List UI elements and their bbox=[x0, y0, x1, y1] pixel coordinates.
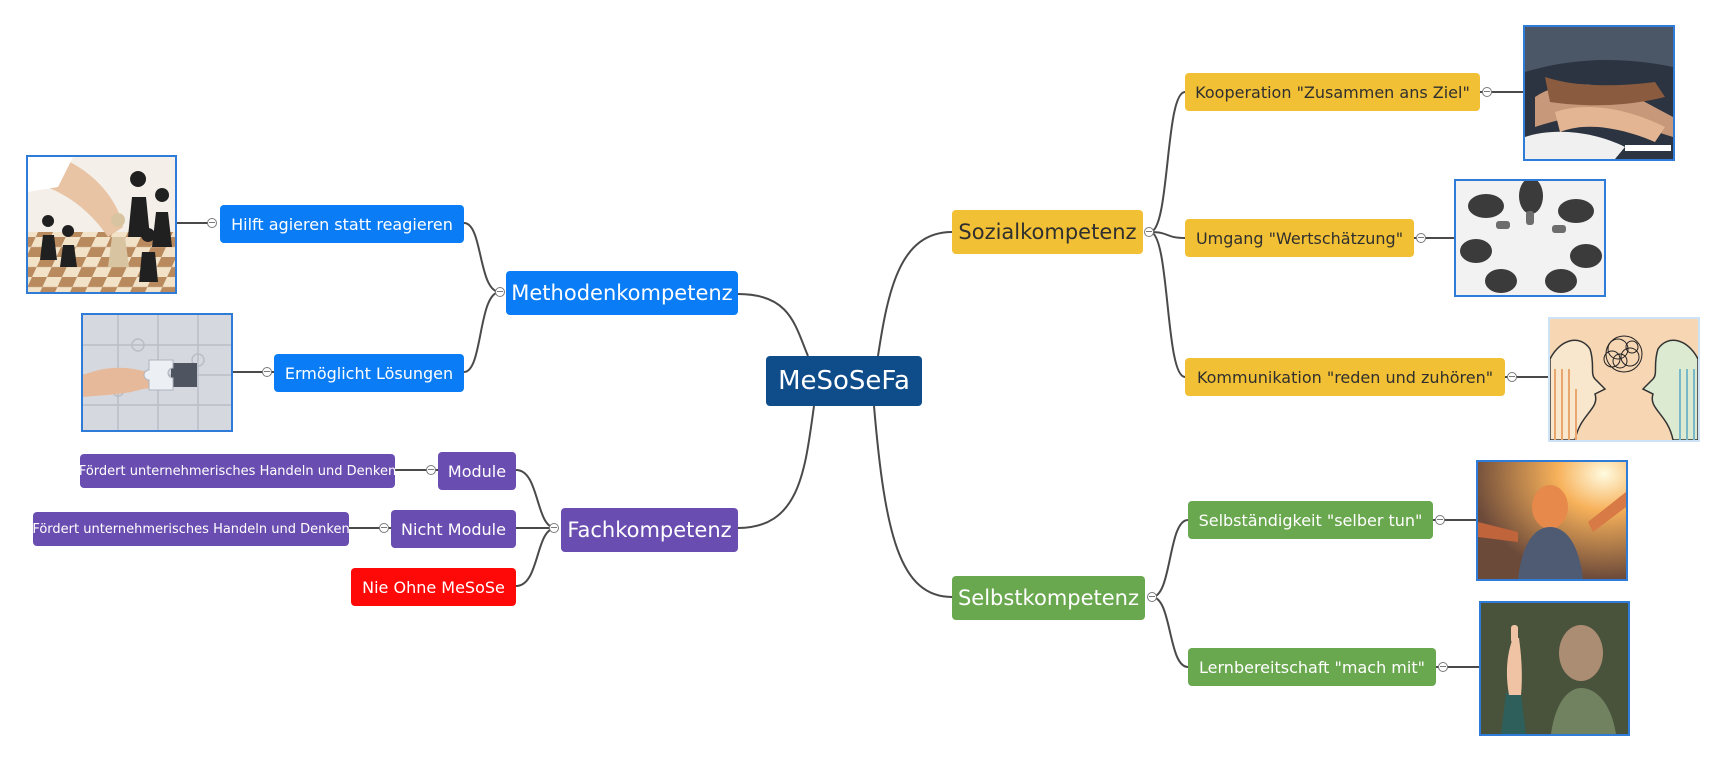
link-sozial-kooperation bbox=[1149, 91, 1186, 233]
link-root-selbst bbox=[873, 405, 953, 598]
nicht-module-collapse-toggle[interactable] bbox=[379, 523, 389, 533]
fach-collapse-toggle[interactable] bbox=[549, 523, 559, 533]
fach-node[interactable]: Fachkompetenz bbox=[561, 508, 738, 552]
puzzle-piece-photo bbox=[81, 313, 233, 432]
link-fach-nie-ohne bbox=[515, 527, 557, 587]
hilft-collapse-toggle[interactable] bbox=[207, 218, 217, 228]
stacked-hands-photo bbox=[1523, 25, 1675, 161]
sozial-node[interactable]: Sozialkompetenz bbox=[952, 210, 1143, 254]
kommunikation-collapse-toggle[interactable] bbox=[1507, 372, 1517, 382]
hilft-node[interactable]: Hilft agieren statt reagieren bbox=[220, 205, 464, 243]
link-selbst-selbstaendigkeit bbox=[1151, 519, 1189, 598]
ermoeglicht-collapse-toggle[interactable] bbox=[262, 367, 272, 377]
nie-ohne-mesose-node[interactable]: Nie Ohne MeSoSe bbox=[351, 568, 516, 606]
kooperation-node[interactable]: Kooperation "Zusammen ans Ziel" bbox=[1185, 73, 1480, 111]
selbstaendigkeit-collapse-toggle[interactable] bbox=[1435, 515, 1445, 525]
umgang-collapse-toggle[interactable] bbox=[1416, 233, 1426, 243]
lernbereitschaft-node[interactable]: Lernbereitschaft "mach mit" bbox=[1188, 648, 1436, 686]
kooperation-collapse-toggle[interactable] bbox=[1482, 87, 1492, 97]
link-root-sozial bbox=[877, 231, 953, 357]
link-sozial-kommunikation bbox=[1149, 231, 1186, 378]
link-root-methoden bbox=[737, 293, 809, 357]
module-node[interactable]: Module bbox=[438, 452, 516, 490]
module-note[interactable]: Fördert unternehmerisches Handeln und De… bbox=[79, 454, 396, 488]
link-sozial-umgang bbox=[1149, 231, 1186, 239]
link-methoden-ermoeglicht bbox=[463, 291, 501, 373]
sunrise-arms-photo bbox=[1476, 460, 1628, 581]
raised-hand-photo bbox=[1479, 601, 1630, 736]
methoden-collapse-toggle[interactable] bbox=[495, 287, 505, 297]
chess-move-photo bbox=[26, 155, 177, 294]
kommunikation-node[interactable]: Kommunikation "reden und zuhören" bbox=[1185, 358, 1505, 396]
selbst-collapse-toggle[interactable] bbox=[1147, 592, 1157, 602]
link-fach-module bbox=[515, 469, 557, 529]
lernbereitschaft-collapse-toggle[interactable] bbox=[1438, 662, 1448, 672]
link-selbst-lernbereitschaft bbox=[1151, 596, 1189, 668]
talking-heads-illustration bbox=[1548, 317, 1700, 442]
selbstaendigkeit-node[interactable]: Selbständigkeit "selber tun" bbox=[1188, 501, 1433, 539]
methoden-node[interactable]: Methodenkompetenz bbox=[506, 271, 738, 315]
root-node[interactable]: MeSoSeFa bbox=[766, 356, 922, 406]
umgang-node[interactable]: Umgang "Wertschätzung" bbox=[1185, 219, 1414, 257]
sozial-collapse-toggle[interactable] bbox=[1144, 227, 1154, 237]
nicht-module-note[interactable]: Fördert unternehmerisches Handeln und De… bbox=[32, 512, 350, 546]
module-collapse-toggle[interactable] bbox=[426, 465, 436, 475]
link-root-fach bbox=[737, 405, 815, 529]
thumbs-circle-photo bbox=[1454, 179, 1606, 297]
nicht-module-node[interactable]: Nicht Module bbox=[391, 510, 516, 548]
link-methoden-hilft bbox=[463, 222, 501, 293]
ermoeglicht-node[interactable]: Ermöglicht Lösungen bbox=[274, 354, 464, 392]
selbst-node[interactable]: Selbstkompetenz bbox=[952, 576, 1145, 620]
